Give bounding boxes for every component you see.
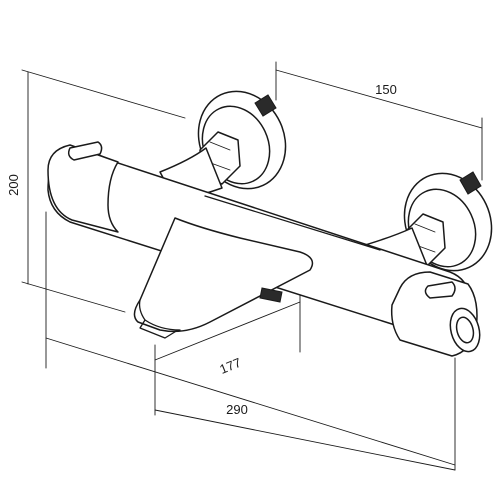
dimension-label-290: 290 xyxy=(226,402,248,417)
dimension-label-200: 200 xyxy=(6,174,21,196)
right-wall-flange xyxy=(403,171,493,272)
left-knob-button xyxy=(67,141,103,161)
left-cap xyxy=(47,144,119,233)
dimension-label-150: 150 xyxy=(375,82,397,97)
right-knob-button xyxy=(424,281,456,299)
faucet-body xyxy=(47,90,493,357)
dimension-label-177: 177 xyxy=(217,355,243,377)
dimension-lines xyxy=(21,61,483,471)
bottom-outlet-thread xyxy=(259,287,283,303)
